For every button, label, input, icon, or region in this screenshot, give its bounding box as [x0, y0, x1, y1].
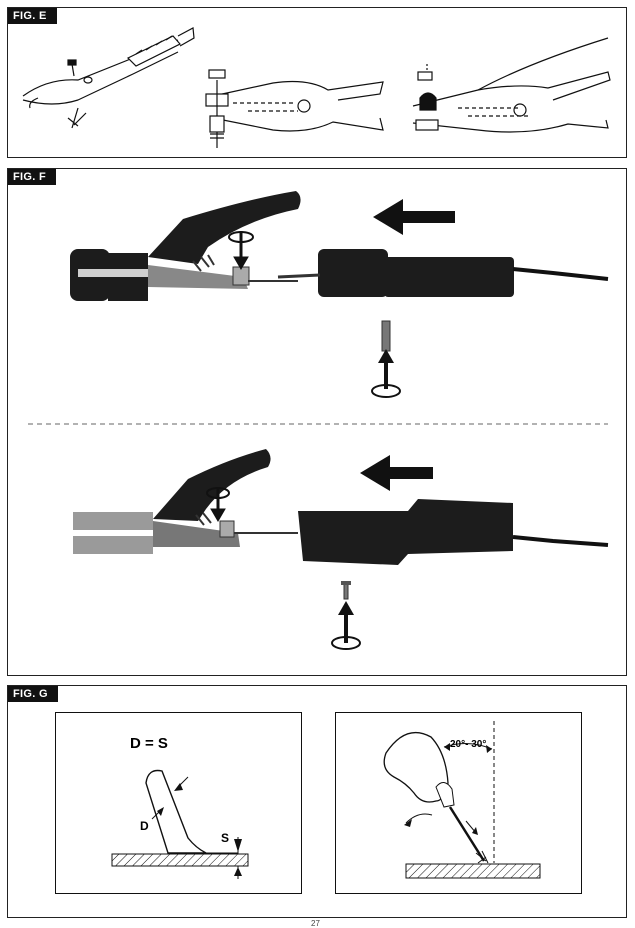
fig-g-label: FIG. G	[8, 686, 58, 702]
fig-e-panel: FIG. E	[7, 7, 627, 158]
fig-g-label-s: S	[221, 831, 230, 845]
fig-g-welding-angle-box: 20°- 30°	[335, 712, 582, 894]
fig-g-hand-drawing	[383, 721, 541, 879]
page-number: 27	[311, 919, 320, 928]
fig-f-upper-direction-arrow	[373, 199, 455, 235]
fig-f-lower-direction-arrow	[360, 455, 433, 491]
fig-g-angle-label: 20°- 30°	[450, 739, 487, 750]
fig-e-drawing	[22, 27, 611, 148]
fig-f-upper-cable-plug	[277, 249, 609, 297]
fig-f-lower-rotate-arrow	[206, 487, 230, 522]
fig-g-electrode-inclined	[448, 806, 486, 862]
fig-g-workpiece-left	[111, 853, 249, 867]
fig-g-electrode-diameter-box: D = S D S	[55, 712, 302, 894]
fig-f-drawing	[28, 191, 609, 650]
fig-f-lower-electrode-holder	[73, 449, 298, 554]
fig-e-step1-holder	[22, 27, 195, 129]
fig-e-step2-clamp	[205, 69, 384, 148]
fig-f-upper-rotate-arrow	[228, 231, 254, 270]
fig-e-step3-clamp	[412, 37, 611, 133]
fig-g-electrode-drawing	[111, 769, 249, 879]
fig-f-panel: FIG. F	[7, 168, 627, 676]
fig-f-lower-bolt	[331, 581, 361, 650]
fig-g-electrode-rod	[145, 769, 207, 854]
fig-f-label: FIG. F	[8, 169, 56, 185]
fig-g-workpiece-right	[405, 863, 541, 879]
fig-g-panel: FIG. G D = S D S	[7, 685, 627, 918]
fig-f-upper-electrode-holder	[70, 191, 301, 301]
fig-g-hand	[383, 732, 449, 803]
fig-f-upper-bolt	[371, 320, 401, 398]
fig-e-label: FIG. E	[8, 8, 57, 24]
fig-f-lower-cable-plug	[298, 499, 609, 565]
fig-g-label-d: D	[140, 819, 149, 833]
fig-g-equation: D = S	[130, 735, 168, 752]
